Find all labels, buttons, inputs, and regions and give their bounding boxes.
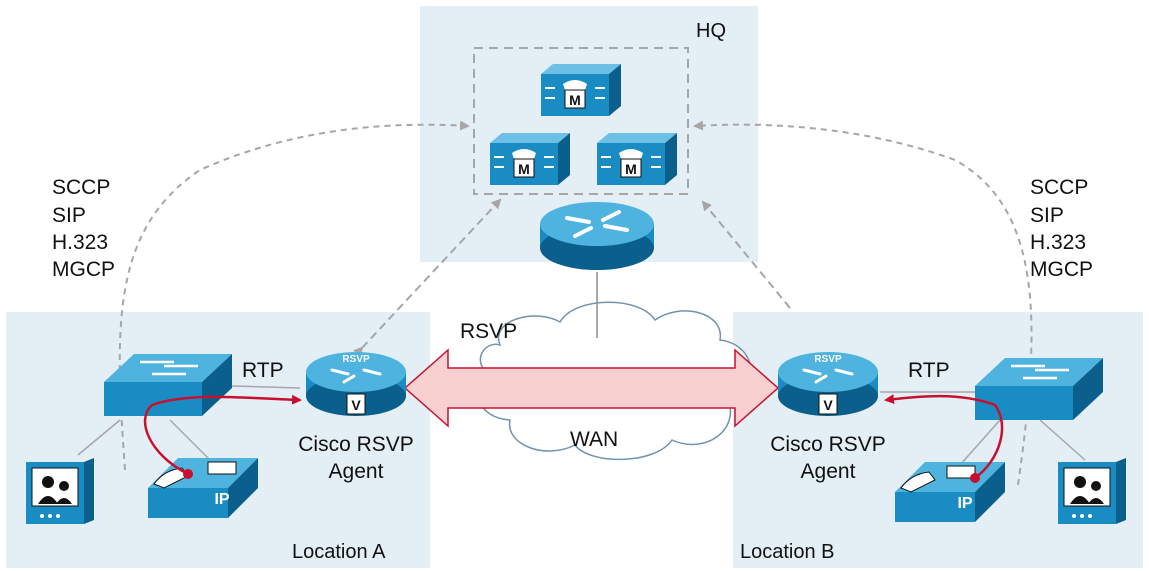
wan-label: WAN — [570, 428, 618, 451]
rtp-endpoint-a — [183, 469, 193, 479]
signaling-path-left — [118, 120, 470, 471]
agent-label-b-line2: Agent — [801, 460, 856, 483]
protocol-right-3: H.323 — [1030, 231, 1086, 254]
agent-badge-b: V — [823, 397, 833, 413]
protocol-left-1: SCCP — [52, 176, 110, 199]
protocol-left-2: SIP — [52, 204, 86, 227]
ip-phone-b-label: IP — [957, 495, 972, 512]
cucm-glyph-left: M — [518, 161, 530, 177]
rtp-path-a — [143, 394, 302, 476]
ip-phone-a-label: IP — [214, 491, 229, 508]
lan-link-b-phone — [959, 419, 1001, 466]
ip-phone-b: IP — [895, 462, 1005, 522]
agent-label-b-line1: Cisco RSVP — [770, 433, 886, 456]
rtp-endpoint-b — [970, 473, 980, 483]
rsvp-agent-router-b: RSVP V — [778, 352, 878, 416]
protocol-left-4: MGCP — [52, 258, 115, 281]
cucm-glyph-top: M — [569, 92, 581, 108]
agent-router-text-b: RSVP — [814, 354, 842, 365]
protocol-list-right: SCCP SIP H.323 MGCP — [1030, 176, 1093, 281]
agent-router-text-a: RSVP — [342, 354, 370, 365]
protocol-right-4: MGCP — [1030, 258, 1093, 281]
hq-label: HQ — [696, 20, 726, 42]
agent-label-a-line2: Agent — [329, 460, 384, 483]
rtp-path-b — [884, 394, 1004, 480]
location-b-label: Location B — [740, 541, 835, 563]
rsvp-agent-router-a: RSVP V — [306, 352, 406, 416]
protocol-right-2: SIP — [1030, 204, 1064, 227]
agent-signaling-left — [352, 198, 502, 358]
video-endpoint-a — [26, 458, 94, 524]
lan-link-a-monitor — [77, 419, 121, 456]
agent-signaling-right — [701, 200, 791, 309]
rsvp-label: RSVP — [460, 320, 517, 343]
agent-label-a-line1: Cisco RSVP — [298, 433, 414, 456]
lan-link-a-phone — [169, 419, 216, 466]
cucm-cluster-boundary — [473, 47, 689, 195]
agent-badge-a: V — [351, 397, 361, 413]
protocol-right-1: SCCP — [1030, 176, 1088, 199]
hq-router — [540, 202, 654, 270]
location-b-area — [733, 312, 1143, 568]
lan-link-b-monitor — [1039, 419, 1086, 461]
protocol-left-3: H.323 — [52, 231, 108, 254]
protocol-list-left: SCCP SIP H.323 MGCP — [52, 176, 115, 281]
video-endpoint-b — [1058, 458, 1126, 524]
cucm-glyph-right: M — [625, 161, 637, 177]
cucm-server-top: M — [541, 64, 621, 116]
rtp-label-right: RTP — [908, 359, 950, 382]
location-a-label: Location A — [292, 541, 386, 563]
cucm-server-right: M — [597, 133, 677, 185]
rtp-label-left: RTP — [242, 359, 284, 382]
cucm-server-left: M — [490, 133, 570, 185]
